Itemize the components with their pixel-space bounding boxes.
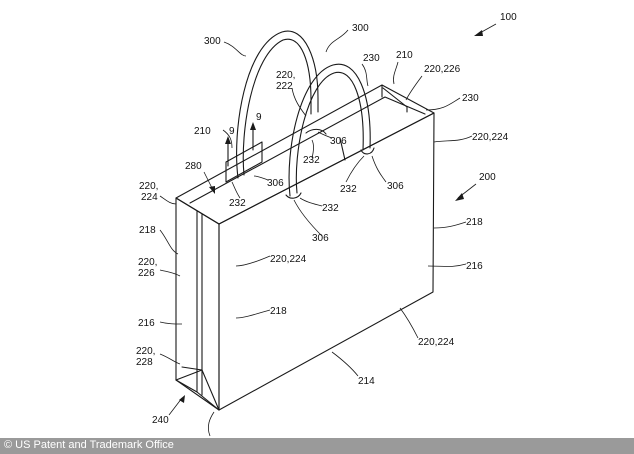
- label-220-226-left-line1: 220,: [138, 257, 157, 268]
- arrowhead-100: [474, 30, 483, 36]
- image-credit: © US Patent and Trademark Office: [4, 439, 174, 451]
- label-300-left: 300: [204, 36, 221, 47]
- bag-front-face: [218, 112, 435, 411]
- label-216-left: 216: [138, 318, 155, 329]
- front-handle-inside-line: [339, 137, 346, 161]
- reference-arrows: [168, 23, 497, 416]
- bottom-gusset-crease: [181, 366, 203, 371]
- label-232-center: 232: [303, 155, 320, 166]
- label-300-right: 300: [352, 23, 369, 34]
- label-9-left: 9: [229, 126, 235, 137]
- label-220-228-line2: 228: [136, 357, 153, 368]
- label-218-left: 218: [139, 225, 156, 236]
- back-handle-inner: [242, 38, 312, 176]
- label-306-center: 306: [330, 136, 347, 147]
- label-240: 240: [152, 415, 169, 426]
- front-handle-knot-left: [285, 192, 302, 199]
- bottom-gusset-edge: [175, 379, 220, 411]
- label-232-right: 232: [340, 184, 357, 195]
- label-220-224-left-line2: 224: [141, 192, 158, 203]
- back-handle-knot: [305, 128, 327, 135]
- label-220-224-bottom: 220,224: [418, 337, 455, 348]
- front-handle-inner: [295, 71, 364, 194]
- label-100: 100: [500, 12, 517, 23]
- label-220-228-line1: 220,: [136, 346, 155, 357]
- bag-body: [175, 84, 435, 411]
- label-210-top: 210: [396, 50, 413, 61]
- back-handle-outer: [236, 30, 319, 179]
- label-220-224-left-line1: 220,: [139, 181, 158, 192]
- front-handle-knot-right: [360, 147, 375, 155]
- label-218-front: 218: [270, 306, 287, 317]
- label-218-right: 218: [466, 217, 483, 228]
- label-220-224-front: 220,224: [270, 254, 307, 265]
- arrowhead-240: [179, 395, 185, 403]
- label-230-top: 230: [363, 53, 380, 64]
- leader-lines: [159, 29, 473, 437]
- arrow-240: [168, 397, 183, 416]
- label-306-right: 306: [387, 181, 404, 192]
- bag-inner-rim: [189, 96, 426, 204]
- credit-bar: [0, 438, 634, 454]
- label-220-222-line1: 220,: [276, 70, 295, 81]
- arrowhead-200: [455, 193, 464, 201]
- label-214: 214: [358, 376, 375, 387]
- label-220-226-left-line2: 226: [138, 268, 155, 279]
- back-handle-patch: [225, 141, 263, 183]
- label-306-left: 306: [267, 178, 284, 189]
- front-handle-outer: [288, 63, 371, 197]
- label-200: 200: [479, 172, 496, 183]
- handles: [225, 30, 375, 199]
- label-220-222-line2: 222: [276, 81, 293, 92]
- label-220-224-right: 220,224: [472, 132, 509, 143]
- label-230-right: 230: [462, 93, 479, 104]
- arrowhead-280: [209, 186, 215, 194]
- label-306-bottom: 306: [312, 233, 329, 244]
- bag-gusset-fold-top: [382, 87, 408, 113]
- label-210-left: 210: [194, 126, 211, 137]
- label-232-left: 232: [229, 198, 246, 209]
- label-232-front: 232: [322, 203, 339, 214]
- section-arrowhead-right: [250, 122, 256, 130]
- reference-labels: 100 300 300 230 210 220,226 220, 222 230…: [136, 12, 517, 449]
- label-9-right: 9: [256, 112, 262, 123]
- label-280: 280: [185, 161, 202, 172]
- label-216-right: 216: [466, 261, 483, 272]
- section-arrowhead-left: [225, 136, 231, 144]
- label-220-226-top: 220,226: [424, 64, 461, 75]
- section-arrows: [225, 122, 256, 167]
